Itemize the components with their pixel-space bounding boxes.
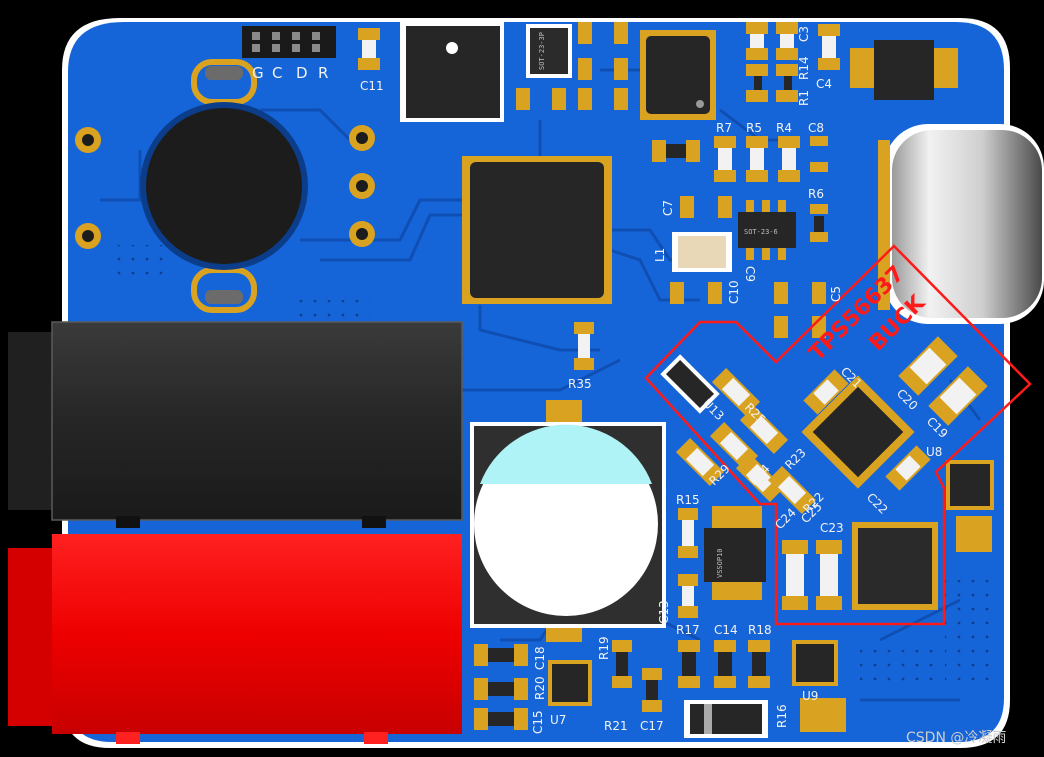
csdn-watermark: CSDN @冷凝雨	[906, 730, 1006, 746]
header-pin-d: D	[296, 64, 308, 82]
designator-u8: U8	[926, 445, 942, 459]
mcu-chip	[462, 156, 612, 304]
designator-c8: C8	[808, 121, 824, 135]
vssop10-ic	[704, 506, 766, 600]
designator-c14: C14	[714, 623, 738, 637]
via-field	[860, 650, 940, 690]
designator-l1: L1	[653, 248, 667, 262]
u8-ic	[946, 460, 994, 552]
designator-r7: R7	[716, 121, 732, 135]
designator-r20: R20	[533, 676, 547, 700]
buck-inductor	[852, 522, 938, 610]
inductor-l1	[672, 232, 732, 272]
sot23-top-label: SOT-23-3P	[538, 32, 546, 70]
designator-c23: C23	[820, 521, 844, 535]
via-field	[110, 245, 170, 285]
designator-r17: R17	[676, 623, 700, 637]
designator-c3: C3	[797, 26, 811, 42]
u13-diode	[660, 354, 720, 414]
designator-c15: C15	[531, 710, 545, 734]
red-connector	[8, 534, 462, 744]
header-pin-g: G	[252, 64, 264, 82]
buzzer	[400, 22, 504, 122]
debug-header	[242, 26, 336, 58]
via-field	[290, 300, 370, 320]
designator-c9: C9	[743, 266, 757, 282]
u7-ic	[548, 660, 592, 706]
vssop10-label: VSSOP10	[716, 548, 724, 578]
designator-c4: C4	[816, 77, 832, 91]
buck-annotation-outline	[644, 244, 1032, 626]
audio-jack	[8, 321, 463, 528]
designator-r21: R21	[604, 719, 628, 733]
round-speaker	[140, 59, 308, 313]
designator-r18: R18	[748, 623, 772, 637]
sot23-top	[526, 24, 572, 78]
designator-c10: C10	[727, 280, 741, 304]
header-pin-r: R	[318, 64, 328, 82]
soic-ic-top-right	[850, 40, 958, 100]
designator-u7: U7	[550, 713, 566, 727]
designator-r19: R19	[597, 636, 611, 660]
tht-pads	[75, 125, 375, 249]
designator-c17: C17	[640, 719, 664, 733]
sot23-6-label: SOT-23-6	[744, 228, 778, 236]
usb-c-connector	[878, 124, 1044, 324]
designator-c11: C11	[360, 79, 384, 93]
designator-r1: R1	[797, 90, 811, 106]
designator-c18: C18	[533, 646, 547, 670]
qfn-ic-top	[640, 30, 716, 120]
smd-passives	[358, 22, 988, 730]
diode-bottom	[684, 700, 768, 738]
header-pin-c: C	[272, 64, 282, 82]
designator-c5: C5	[829, 286, 843, 302]
designator-r14: R14	[797, 56, 811, 80]
u9-ic	[792, 640, 846, 732]
designator-r16: R16	[775, 704, 789, 728]
designator-c13: C13	[657, 600, 671, 624]
designator-u9: U9	[802, 689, 818, 703]
designator-r35: R35	[568, 377, 592, 391]
via-field	[945, 580, 995, 680]
designator-r4: R4	[776, 121, 792, 135]
designator-r6: R6	[808, 187, 824, 201]
sot23-6-mid	[738, 200, 796, 260]
designator-r15: R15	[676, 493, 700, 507]
designator-r5: R5	[746, 121, 762, 135]
coin-cell-holder	[470, 400, 666, 642]
designator-c7: C7	[661, 200, 675, 216]
